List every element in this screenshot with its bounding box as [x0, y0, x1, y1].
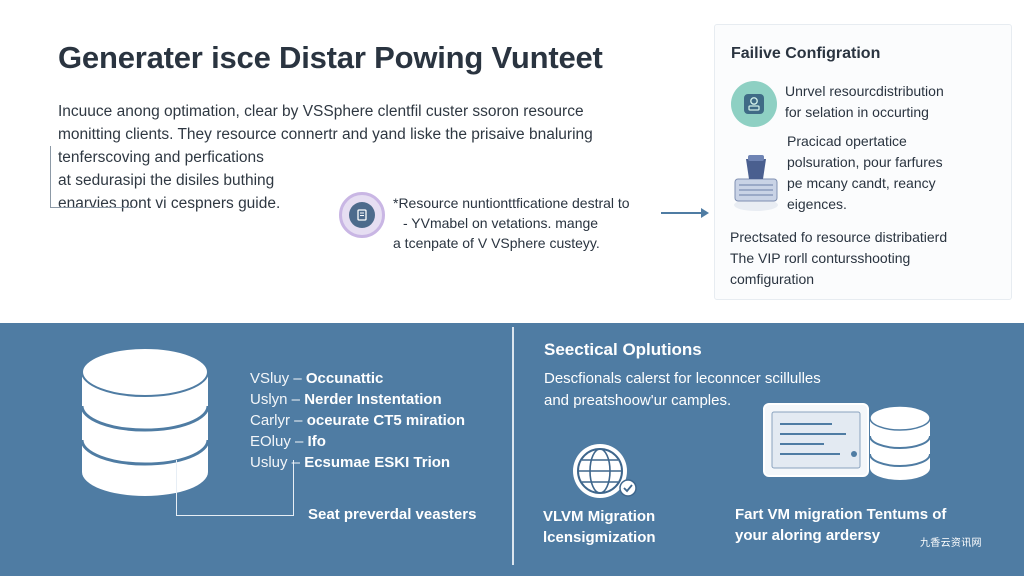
migration-line: Fart VM migration Tentums of: [735, 506, 947, 523]
intro-line: at sedurasipi the disiles buthing: [58, 172, 275, 189]
desc-line: Descfionals calerst for leconncer scillu…: [544, 370, 821, 387]
migration-note: Fart VM migration Tentums of your alorin…: [735, 504, 946, 546]
card-line: The VIP rorll contursshooting: [730, 250, 911, 266]
spec-value: Nerder Instentation: [304, 391, 442, 408]
vm-migration-label: VLVM Migration lcensigmization: [543, 506, 656, 548]
spec-value: Occunattic: [305, 370, 384, 387]
spec-value: Ifo: [307, 433, 326, 450]
intro-line: tenferscoving and perfications: [58, 149, 264, 166]
card-item-2: Pracicad opertatice polsuration, pour fa…: [787, 131, 943, 215]
spec-key: EOluy –: [250, 433, 304, 450]
server-stack-icon: [734, 155, 778, 211]
spec-value: oceurate CT5 miration: [306, 412, 466, 429]
card-item-3: Prectsated fo resource distribatierd The…: [730, 227, 947, 290]
page-title: Generater isce Distar Powing Vunteet: [58, 40, 603, 75]
card-item-1: Unrvel resourcdistribution for selation …: [785, 81, 944, 123]
card-title: Failive Configration: [731, 45, 881, 62]
spec-key: Uslyn –: [250, 391, 301, 408]
desc-line: and preatshoow'ur camples.: [544, 392, 732, 409]
document-search-icon: [339, 192, 385, 238]
configuration-card: Failive Configration Unrvel resourcdistr…: [714, 24, 1012, 300]
spec-key: Usluy –: [250, 454, 301, 471]
connector-line: [176, 460, 294, 516]
card-line: Prectsated fo resource distribatierd: [730, 229, 948, 245]
vm-label-line: lcensigmization: [543, 529, 656, 546]
card-line: comfiguration: [730, 271, 815, 287]
vm-label-line: VLVM Migration: [543, 508, 656, 525]
intro-line: monitting clients. They resource connert…: [58, 126, 593, 143]
center-line: a tcenpate of V VSphere custeyy.: [393, 235, 600, 251]
spec-row: VSluy – Occunattic: [250, 368, 465, 389]
spec-row: Usluy – Ecsumae ESKI Trion: [250, 452, 465, 473]
spec-key: VSluy –: [250, 370, 302, 387]
section-description: Descfionals calerst for leconncer scillu…: [544, 368, 821, 412]
card-line: Unrvel resourcdistribution: [785, 83, 944, 99]
spec-key: Carlyr –: [250, 412, 303, 429]
spec-row: Uslyn – Nerder Instentation: [250, 389, 465, 410]
arrow-right-icon: [661, 208, 709, 218]
seat-label: Seat preverdal veasters: [308, 506, 477, 523]
center-line: *Resource nuntionttficatione destral to: [393, 195, 630, 211]
card-line: eigences.: [787, 196, 847, 212]
card-line: pe mcany candt, reancy: [787, 175, 936, 191]
spec-row: EOluy – Ifo: [250, 431, 465, 452]
spec-list: VSluy – Occunattic Uslyn – Nerder Insten…: [250, 368, 465, 473]
watermark: 九香云资讯网: [920, 538, 982, 549]
card-line: polsuration, pour farfures: [787, 154, 943, 170]
spec-row: Carlyr – oceurate CT5 miration: [250, 410, 465, 431]
section-title: Seectical Oplutions: [544, 340, 702, 359]
globe-check-icon: [573, 444, 637, 498]
section-divider: [512, 327, 514, 565]
center-note: *Resource nuntionttficatione destral to …: [393, 193, 630, 253]
card-line: for selation in occurting: [785, 104, 929, 120]
intro-line: Incuuce anong optimation, clear by VSSph…: [58, 103, 584, 120]
migration-line: your aloring ardersy: [735, 527, 881, 544]
document-icon: [731, 81, 777, 127]
intro-bracket: [50, 146, 134, 208]
monitor-icon: [763, 403, 869, 477]
center-line: - YVmabel on vetations. mange: [403, 215, 599, 231]
card-line: Pracicad opertatice: [787, 133, 907, 149]
spec-value: Ecsumae ESKI Trion: [304, 454, 451, 471]
database-icon: [869, 405, 931, 480]
